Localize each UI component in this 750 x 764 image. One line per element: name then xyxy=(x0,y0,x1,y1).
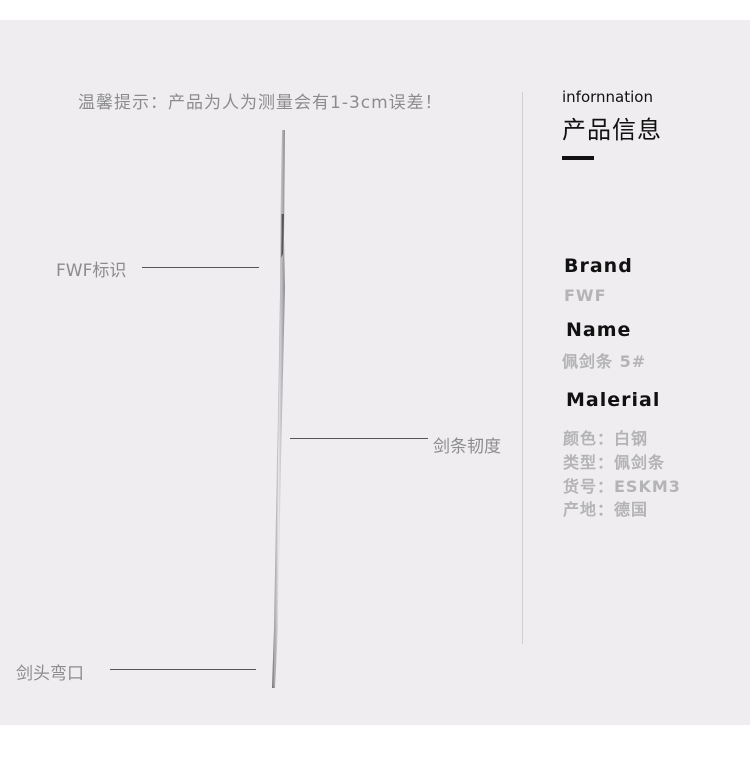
blade-flex-label: 剑条韧度 xyxy=(433,437,501,457)
spec-color: 颜色：白钢 xyxy=(563,429,649,448)
spec-origin: 产地：德国 xyxy=(563,500,649,519)
product-panel xyxy=(0,20,750,725)
brand-value: FWF xyxy=(564,286,607,305)
fwf-mark-label: FWF标识 xyxy=(56,261,127,281)
name-value: 佩剑条 5# xyxy=(562,352,647,371)
heading-underline xyxy=(562,156,594,160)
info-heading-en: infornnation xyxy=(562,88,653,106)
tip-bend-leader-line xyxy=(110,669,256,670)
blade-flex-leader-line xyxy=(290,438,428,439)
measurement-notice: 温馨提示：产品为人为测量会有1-3cm误差！ xyxy=(78,93,443,113)
sabre-blade-image xyxy=(272,129,285,688)
name-label: Name xyxy=(566,319,632,341)
tip-bend-label: 剑头弯口 xyxy=(16,664,84,684)
brand-label: Brand xyxy=(564,255,633,277)
fwf-mark-leader-line xyxy=(142,267,259,268)
info-heading-cn: 产品信息 xyxy=(562,116,662,144)
material-label: Malerial xyxy=(566,389,661,411)
spec-item-number: 货号：ESKM3 xyxy=(563,477,681,496)
spec-type: 类型：佩剑条 xyxy=(563,453,666,472)
vertical-divider xyxy=(522,92,523,644)
